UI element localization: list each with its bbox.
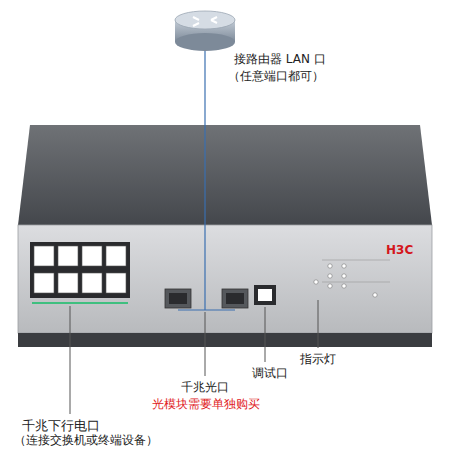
uplink-connector — [204, 88, 205, 125]
switch-node: H3C — [18, 125, 432, 347]
part-label: 指示灯 — [300, 352, 336, 366]
port-label: 千兆光口 — [181, 380, 229, 394]
sfp-ports — [165, 289, 248, 308]
leader-lines — [70, 300, 318, 414]
port-note: 光模块需要单独购买 — [152, 397, 260, 411]
rj45-ports — [30, 242, 130, 303]
port-note: （连接交换机或终端设备） — [14, 433, 158, 447]
indicator-leds — [314, 260, 390, 297]
console-port — [254, 285, 276, 305]
router-icon — [175, 11, 235, 51]
fiber-wire — [178, 309, 235, 310]
switch-chassis — [18, 125, 432, 347]
node-text: 接路由器 LAN 口 — [234, 52, 326, 66]
port-label: 调试口 — [252, 366, 288, 380]
fiber-wire — [204, 125, 205, 310]
node-text: H3C — [386, 243, 413, 257]
node-text: （任意端口都可） — [228, 69, 324, 83]
router-node: 接路由器 LAN 口 （任意端口都可） — [150, 4, 330, 88]
uplink-wire — [204, 51, 205, 88]
port-label: 千兆下行电口 — [22, 418, 100, 434]
